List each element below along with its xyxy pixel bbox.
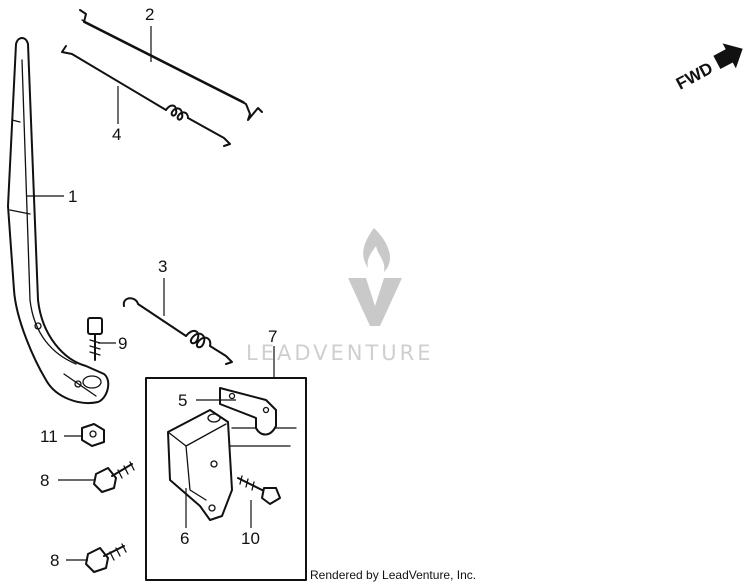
part-bolt-10: [237, 475, 281, 505]
flame-logo-icon: [363, 228, 390, 272]
part-nut-11: [81, 423, 105, 447]
part-lever-arm: [7, 37, 110, 404]
callout-2: 2: [145, 5, 154, 24]
callout-8-upper: 8: [40, 471, 49, 490]
callout-8-lower: 8: [50, 551, 59, 570]
part-bolt-9: [87, 317, 103, 361]
fwd-label: FWD: [673, 59, 716, 94]
part-upper-rod: [79, 9, 263, 121]
callout-6: 6: [180, 529, 189, 548]
callout-1: 1: [68, 187, 77, 206]
callout-7: 7: [268, 327, 277, 346]
callout-5: 5: [178, 391, 187, 410]
forward-arrow-icon: [713, 43, 743, 70]
direction-marker: FWD: [673, 43, 743, 94]
v-logo-icon: [348, 278, 402, 326]
callout-11: 11: [40, 427, 58, 446]
credit-text: Rendered by LeadVenture, Inc.: [310, 568, 476, 582]
callout-9: 9: [118, 334, 127, 353]
callout-10: 10: [241, 529, 260, 548]
watermark-text: LEADVENTURE: [246, 341, 434, 365]
part-return-spring: [122, 297, 233, 365]
part-spring-rod: [61, 45, 231, 147]
callout-4: 4: [112, 125, 121, 144]
callouts: 1 2 3 4 5 6 7 8 8 9 10 11: [40, 5, 277, 570]
leader-lines: [26, 26, 275, 561]
part-bolt-8-lower: [85, 543, 127, 573]
callout-3: 3: [158, 257, 167, 276]
part-bolt-8-upper: [93, 461, 135, 493]
part-mount-block-6: [167, 409, 233, 521]
leadventure-watermark: LEADVENTURE: [246, 228, 434, 365]
